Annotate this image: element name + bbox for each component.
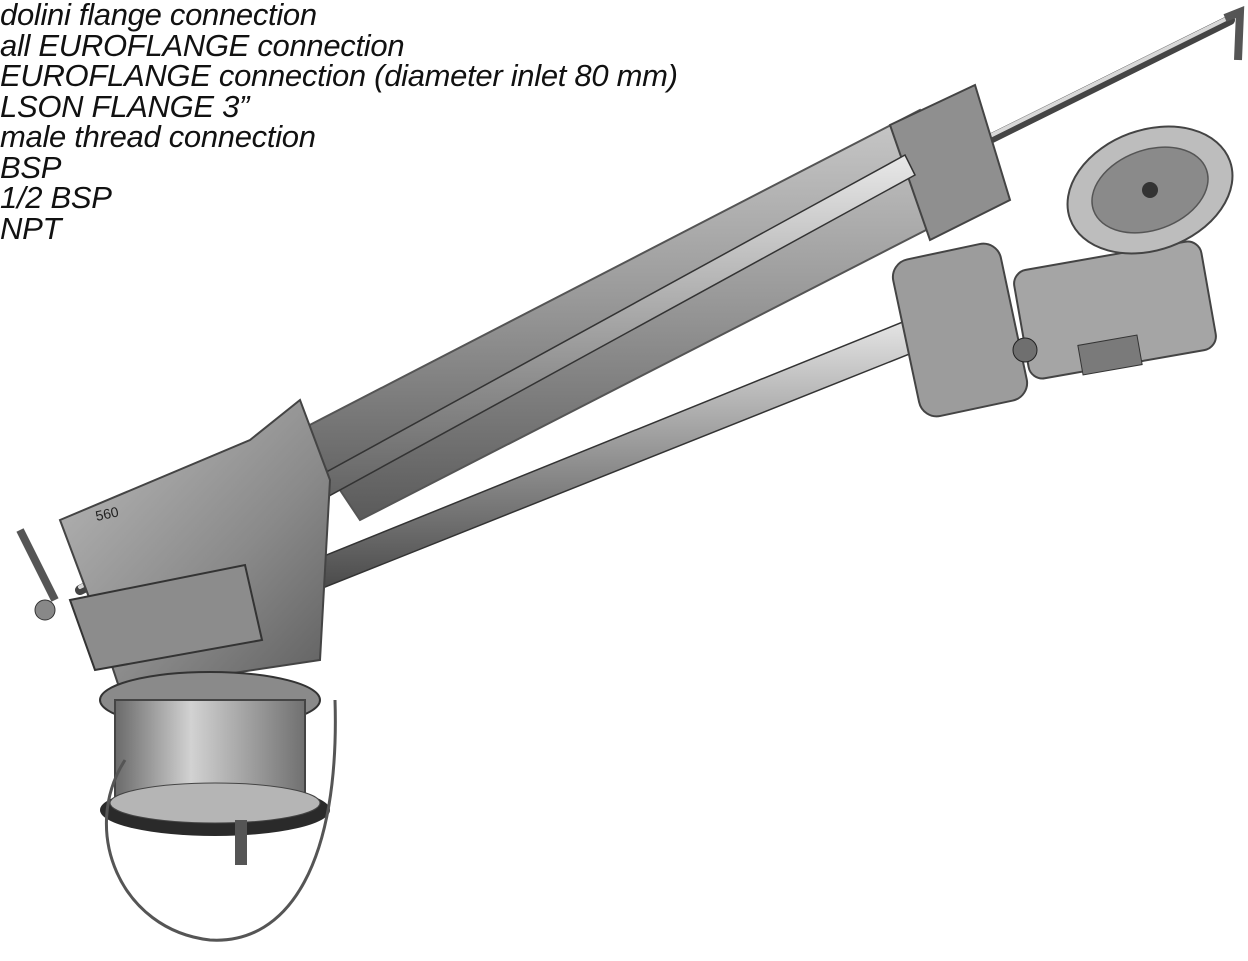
- turbine-assembly: [891, 125, 1234, 418]
- spec-line-4: LSON FLANGE 3”: [0, 88, 250, 124]
- spec-line-5: male thread connection: [0, 119, 316, 154]
- spec-line-6: BSP: [0, 149, 62, 185]
- chain: [104, 699, 337, 942]
- spec-line-7: 1/2 BSP: [0, 180, 112, 215]
- side-valve: [16, 528, 59, 621]
- base-coupling: [99, 671, 330, 865]
- spec-line-1: dolini flange connection: [0, 0, 317, 32]
- spec-line-2: all EUROFLANGE connection: [0, 27, 405, 63]
- spec-line-8: NPT: [0, 210, 62, 246]
- main-housing: 560: [58, 398, 332, 692]
- spec-text-block: dolini flange connection all EUROFLANGE …: [0, 0, 678, 244]
- spec-line-3: EUROFLANGE connection (diameter inlet 80…: [0, 58, 678, 93]
- model-stamp: 560: [94, 503, 120, 524]
